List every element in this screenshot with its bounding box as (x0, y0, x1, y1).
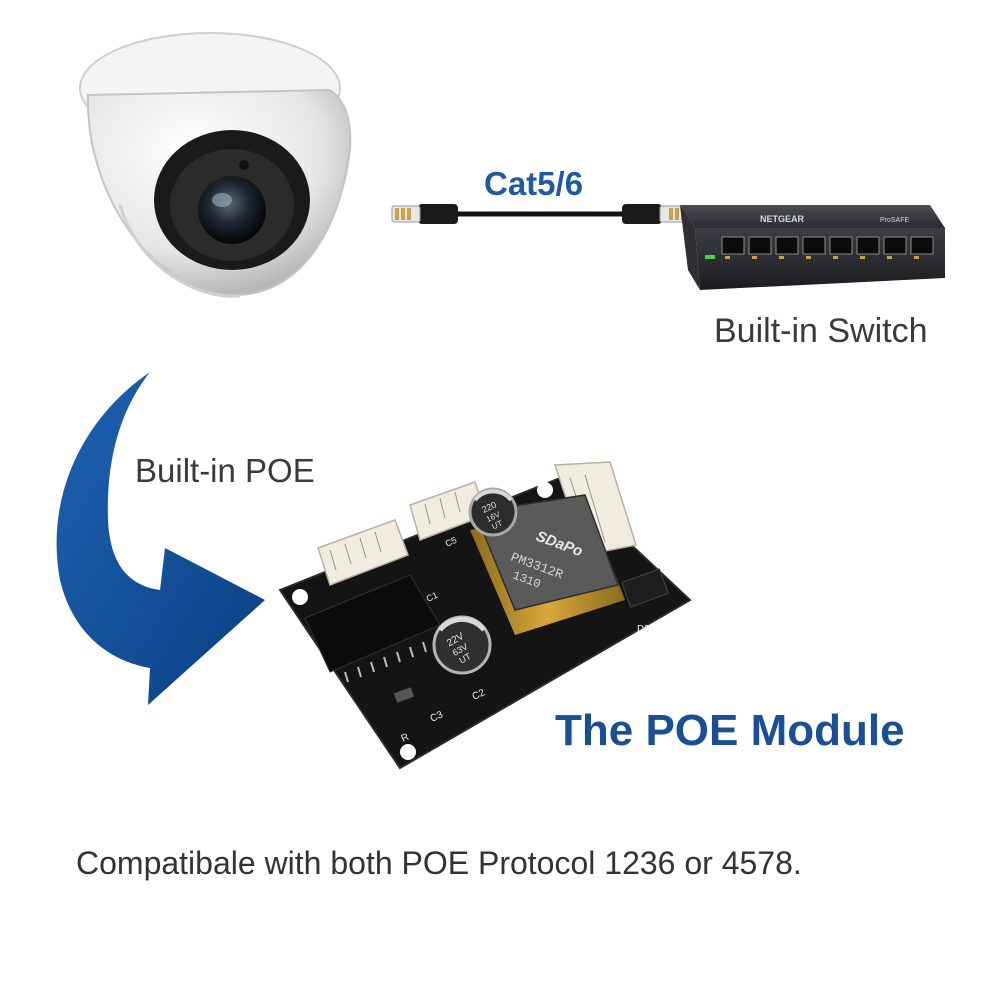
poe-module-board-icon: SDaPo PM3312R 1310 220 16V UT 22V 63V UT… (278, 461, 692, 770)
switch-port-led (914, 256, 919, 259)
network-switch-icon: NETGEAR ProSAFE (680, 205, 945, 290)
switch-port-led (887, 256, 892, 259)
module-title: The POE Module (555, 706, 905, 755)
capacitor-top: 220 16V UT (468, 487, 518, 537)
ethernet-cable-icon (391, 204, 689, 224)
switch-port-6 (856, 236, 880, 255)
silk-c5: C5 (444, 535, 459, 549)
silk-c3: C3 (429, 709, 446, 725)
silk-c1: C1 (425, 590, 440, 604)
switch-label: Built-in Switch (714, 312, 928, 350)
dome-camera-icon (79, 32, 352, 298)
cap1-line3: UT (490, 519, 504, 532)
switch-port-led (725, 256, 730, 259)
cable-label: Cat5/6 (484, 165, 584, 202)
switch-brand-text: NETGEAR (760, 214, 805, 224)
switch-port-led (860, 256, 865, 259)
switch-port-led (752, 256, 757, 259)
switch-series-text: ProSAFE (880, 217, 910, 224)
poe-label: Built-in POE (135, 452, 315, 489)
switch-port-led (779, 256, 784, 259)
curved-arrow-icon (56, 372, 265, 705)
capacitor-bottom: 22V 63V UT (432, 615, 492, 675)
switch-port-group (721, 236, 934, 259)
switch-port-led (806, 256, 811, 259)
switch-port-led (833, 256, 838, 259)
silk-c2: C2 (471, 687, 488, 703)
switch-port-7 (883, 236, 907, 255)
switch-port-3 (775, 236, 799, 255)
switch-port-2 (748, 236, 772, 255)
switch-port-8 (910, 236, 934, 255)
switch-port-5 (829, 236, 853, 255)
silk-d3: D3 (637, 624, 650, 635)
switch-port-4 (802, 236, 826, 255)
switch-port-1 (721, 236, 745, 255)
compatibility-caption: Compatibale with both POE Protocol 1236 … (76, 845, 802, 881)
silk-r: R (400, 732, 411, 745)
